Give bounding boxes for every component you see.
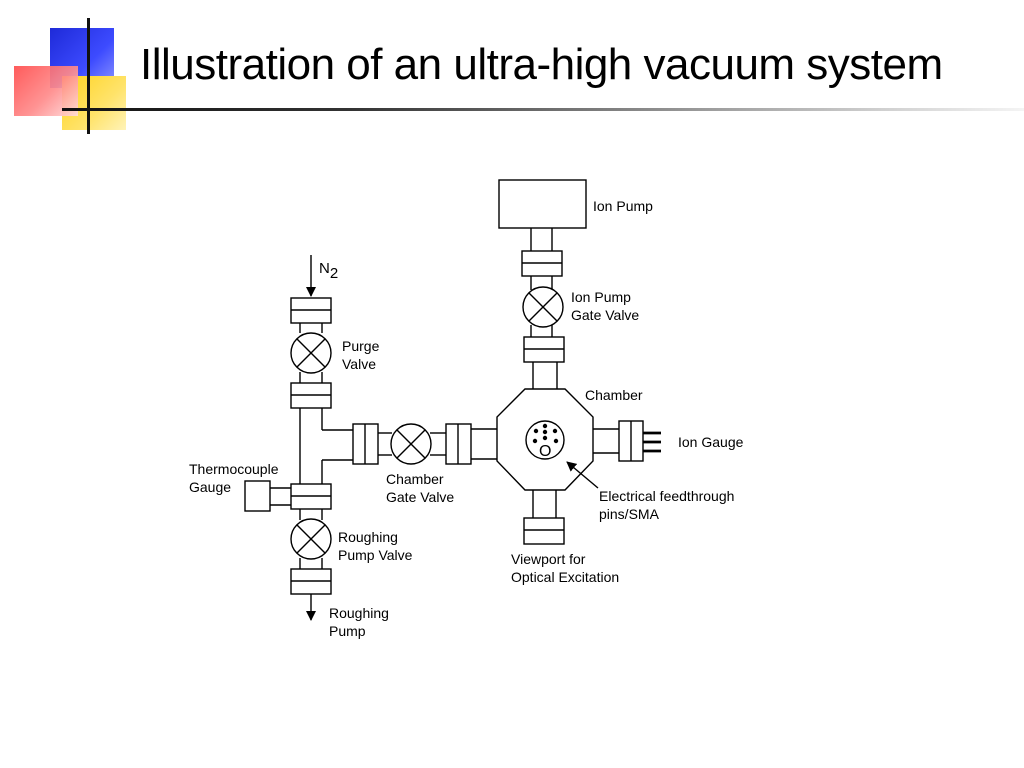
label-ion-pump: Ion Pump — [593, 198, 653, 214]
viewport-branch — [523, 490, 565, 545]
label-thermocouple-gauge-l2: Gauge — [189, 479, 231, 495]
logo-red-square — [14, 66, 78, 116]
roughing-pump-valve — [290, 518, 332, 560]
flange-left-gate — [352, 423, 379, 465]
title-underline — [62, 108, 1024, 111]
decor-vertical-line — [87, 18, 90, 134]
feedthrough-pointer-arrow — [566, 461, 599, 489]
ion-gauge-branch — [593, 420, 661, 462]
flange-thermocouple-tee — [290, 483, 332, 510]
page-title: Illustration of an ultra-high vacuum sys… — [140, 40, 943, 89]
label-roughing-pump-valve-l1: Roughing — [338, 529, 398, 545]
chamber-gate-valve — [390, 423, 432, 465]
flange-roughing-bottom — [290, 568, 332, 595]
label-purge-valve-l2: Valve — [342, 356, 376, 372]
flange-right-gate — [445, 423, 472, 465]
label-ion-gauge: Ion Gauge — [678, 434, 744, 450]
feedthrough-port: O — [525, 420, 565, 460]
label-ion-pump-gate-valve-l1: Ion Pump — [571, 289, 631, 305]
flange-purge-bottom — [290, 382, 332, 409]
label-roughing-pump-valve-l2: Pump Valve — [338, 547, 413, 563]
ion-pump-box — [498, 179, 587, 229]
flange-ion-gauge — [618, 420, 644, 462]
label-electrical-feedthrough-l2: pins/SMA — [599, 506, 660, 522]
label-n2: N2 — [319, 260, 338, 282]
purge-valve — [290, 332, 332, 374]
label-chamber-gate-valve-l2: Gate Valve — [386, 489, 454, 505]
viewport-flange — [523, 517, 565, 545]
label-chamber: Chamber — [585, 387, 643, 403]
flange-ion-pump-bottom — [523, 336, 565, 363]
label-viewport-l1: Viewport for — [511, 551, 586, 567]
left-manifold — [244, 255, 332, 621]
chamber-gate-line — [322, 423, 497, 465]
flange-n2-top — [290, 297, 332, 324]
feedthrough-o-label: O — [539, 443, 551, 460]
label-chamber-gate-valve-l1: Chamber — [386, 471, 444, 487]
flange-ion-pump-top — [521, 250, 563, 277]
label-electrical-feedthrough-l1: Electrical feedthrough — [599, 488, 734, 504]
label-viewport-l2: Optical Excitation — [511, 569, 619, 585]
label-ion-pump-gate-valve-l2: Gate Valve — [571, 307, 639, 323]
ion-pump-gate-valve — [522, 286, 564, 328]
thermocouple-gauge — [244, 480, 271, 512]
label-roughing-pump-l1: Roughing — [329, 605, 389, 621]
label-purge-valve-l1: Purge — [342, 338, 380, 354]
label-thermocouple-gauge-l1: Thermocouple — [189, 461, 279, 477]
ion-pump-branch — [498, 179, 587, 389]
label-roughing-pump-l2: Pump — [329, 623, 366, 639]
